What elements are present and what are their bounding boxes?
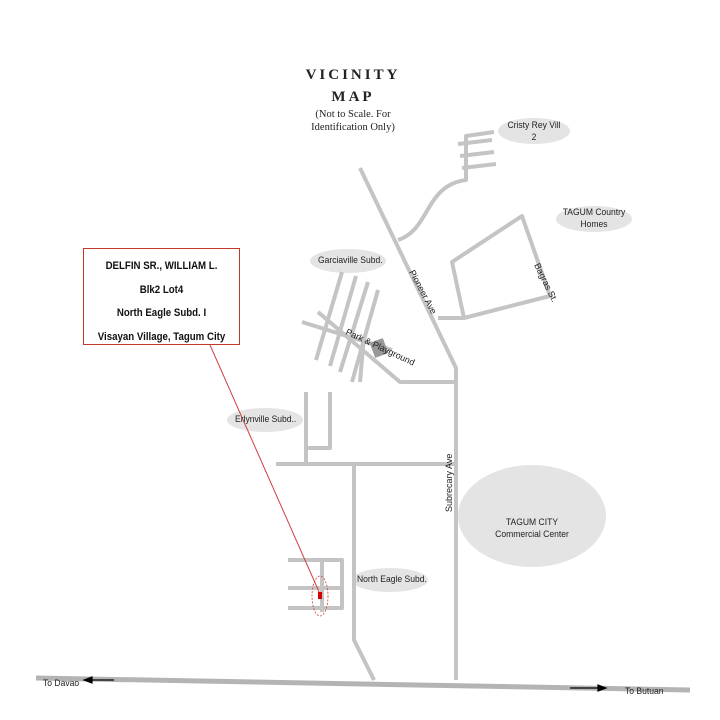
commercial-center-label-line2: Commercial Center (495, 529, 569, 540)
tagum-country-area (556, 206, 632, 232)
tagum-country-label: TAGUM Country Homes (558, 207, 630, 231)
tagum-country-label-line2: Homes (580, 219, 608, 230)
map-title-line2: MAP (331, 89, 375, 105)
garciaville-area (310, 249, 386, 273)
pointer-line (209, 344, 321, 595)
to-butuan-label: To Butuan (625, 686, 664, 697)
map-title: VICINITY MAP (260, 64, 446, 108)
owner-address: Visayan Village, Tagum City (97, 330, 226, 343)
to-davao-arrow (82, 676, 114, 684)
erlynville-road-2 (306, 392, 332, 450)
park-lower-street (358, 335, 366, 383)
lot-highlight (311, 575, 329, 617)
lot-marker (318, 592, 322, 599)
cristy-rey-road (397, 130, 495, 242)
cristy-rey-label-line1: Cristy Rey Vill (507, 120, 561, 131)
owner-name: DELFIN SR., WILLIAM L. (105, 260, 218, 272)
map-title-line1: VICINITY (305, 67, 401, 83)
owner-info-box: DELFIN SR., WILLIAM L. Blk2 Lot4 North E… (83, 248, 240, 345)
cristy-rey-street-2 (459, 150, 495, 158)
north-eagle-street-1 (288, 558, 344, 610)
cristy-rey-label: Cristy Rey Vill 2 (500, 120, 568, 144)
cristy-rey-area (498, 118, 570, 144)
commercial-center-label-line1: TAGUM CITY (505, 517, 559, 528)
north-eagle-label: North Eagle Subd. (357, 574, 427, 585)
garciaville-street-1 (314, 271, 344, 361)
commercial-center-area (458, 465, 606, 567)
erlynville-label: Erlynville Subd.. (235, 414, 297, 425)
garciaville-label: Garciaville Subd. (318, 255, 383, 266)
north-eagle-area (352, 568, 428, 592)
cristy-rey-label-line2: 2 (531, 132, 537, 143)
commercial-center-label: TAGUM CITY Commercial Center (487, 517, 577, 541)
tagum-country-label-line1: TAGUM Country (562, 207, 626, 218)
map-subtitle-line1: (Not to Scale. For (315, 109, 391, 120)
north-eagle-road (352, 464, 376, 681)
map-subtitle-line2: Identification Only) (311, 122, 395, 133)
bagras-st-road (438, 214, 552, 320)
garciaville-street-4 (350, 289, 380, 383)
pioneer-ave-label: Pioneer Ave (407, 268, 439, 315)
garciaville-street-3 (338, 281, 370, 373)
to-butuan-arrow (570, 684, 608, 692)
cristy-rey-street-3 (461, 162, 497, 170)
cristy-rey-street-1 (457, 138, 493, 146)
road-network (276, 130, 552, 681)
garciaville-street-2 (328, 275, 358, 367)
owner-subdivision: North Eagle Subd. I (116, 307, 207, 319)
pioneer-ave-road (358, 167, 458, 680)
park-playground-label: Park & Playground (344, 327, 416, 368)
playground-building (369, 338, 389, 358)
owner-block-lot: Blk2 Lot4 (139, 283, 184, 296)
to-davao-label: To Davao (43, 678, 80, 689)
subrecary-ave-label: Subrecary Ave (444, 454, 454, 512)
map-subtitle: (Not to Scale. For Identification Only) (282, 108, 424, 134)
